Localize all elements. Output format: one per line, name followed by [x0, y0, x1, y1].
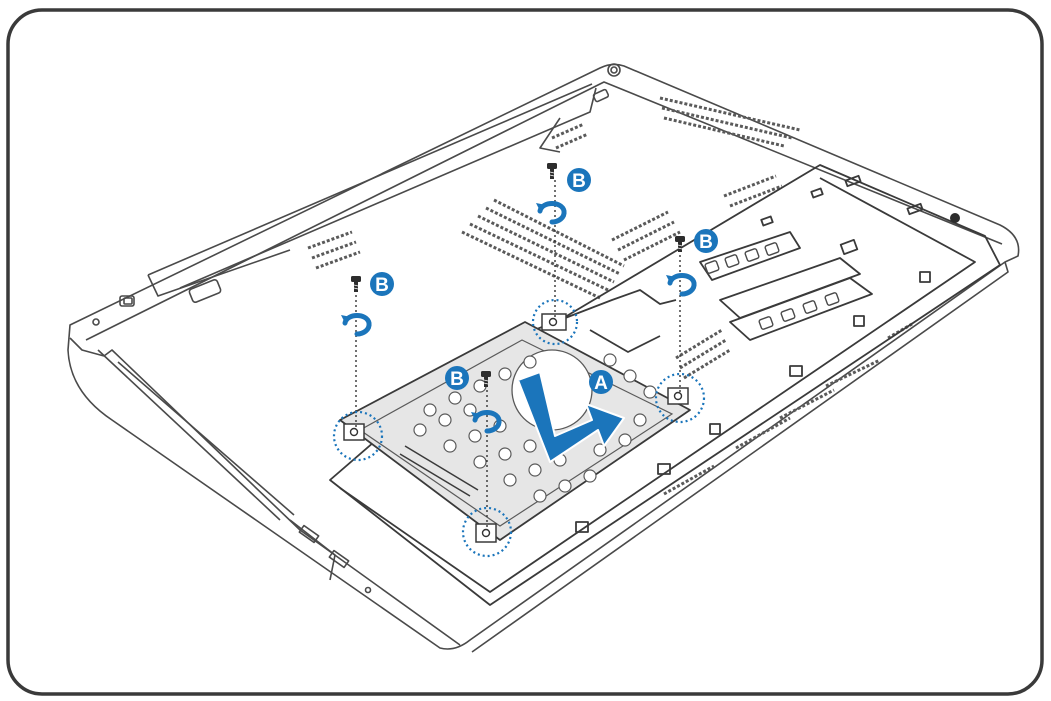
svg-text:B: B	[450, 369, 464, 390]
vent-grilles	[307, 96, 913, 496]
dotted-circle-highlight	[332, 298, 706, 558]
ram-chips	[704, 242, 840, 330]
svg-text:B: B	[572, 171, 586, 192]
laptop-bottom-case	[67, 63, 1020, 653]
fastener-dot	[950, 213, 960, 223]
label-b-4: B	[445, 366, 469, 390]
svg-text:A: A	[594, 373, 608, 394]
slide-arrow-icon	[517, 371, 625, 463]
svg-text:B: B	[699, 232, 713, 253]
svg-text:B: B	[375, 275, 389, 296]
label-b-1: B	[370, 272, 394, 296]
label-b-3: B	[694, 229, 718, 253]
screw-guide-lines	[355, 180, 681, 530]
label-a: A	[589, 370, 613, 394]
label-b-2: B	[567, 168, 591, 192]
